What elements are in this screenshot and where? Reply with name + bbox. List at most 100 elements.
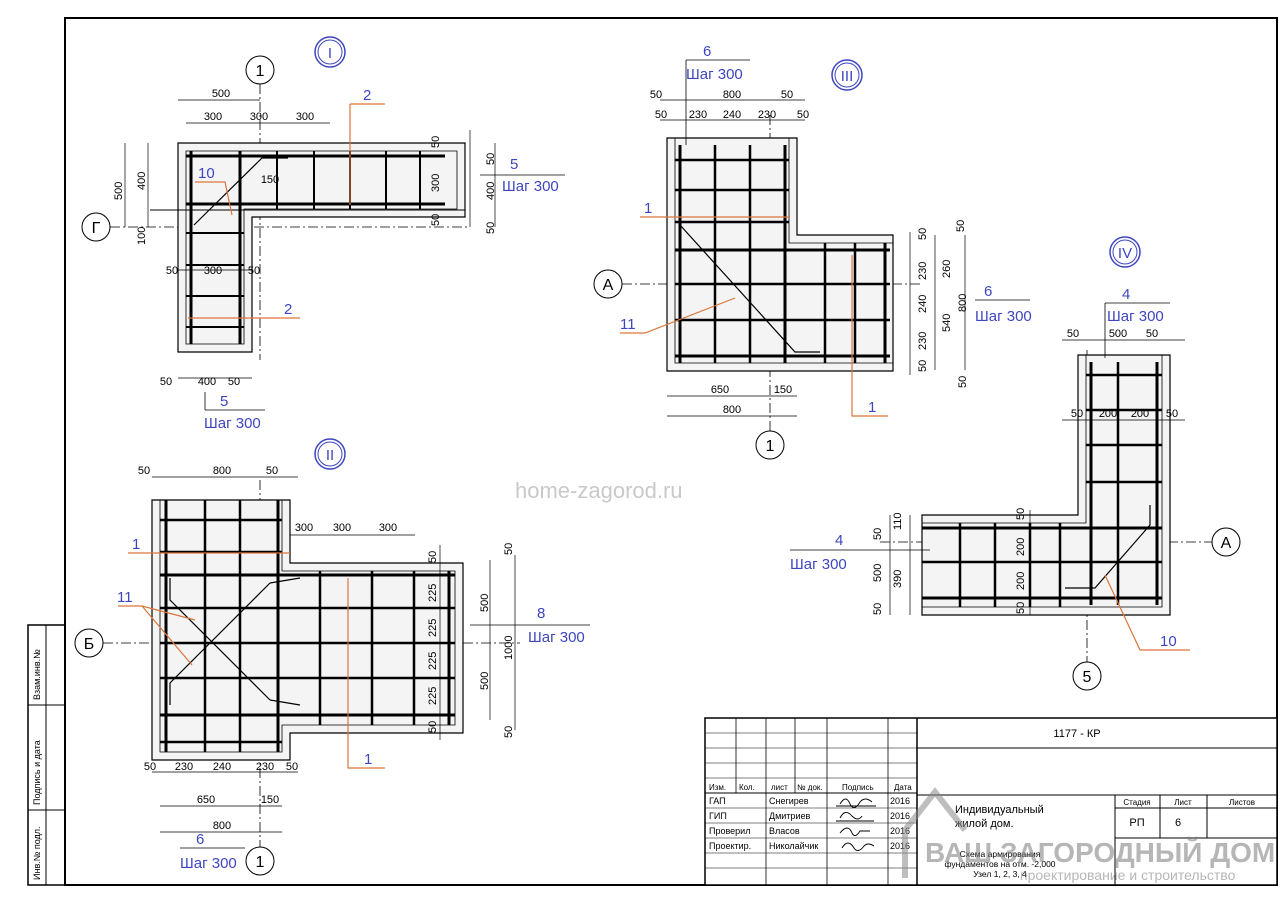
node-1-dim-left-2: 100: [136, 227, 148, 245]
node-1-dim-right-5: 50: [485, 222, 497, 234]
tb-stage: РП: [1129, 817, 1144, 829]
node-4-axis-h: А: [1221, 535, 1232, 552]
node-2-dim-bottom-1: 230: [175, 761, 193, 773]
node-2-dim-right-5: 50: [427, 721, 439, 733]
watermark: home-zagorod.ru: [515, 478, 683, 503]
node-2-dim-bottom-4: 50: [286, 761, 298, 773]
tb-role-0: ГАП: [709, 796, 726, 806]
node-1-axis-v: 1: [256, 63, 265, 80]
node-2-dim-right-1: 225: [427, 584, 439, 602]
tb-date-3: 2016: [890, 841, 910, 851]
node-2-dim-bottom-5: 650: [197, 794, 215, 806]
node-2-dim-top-0: 50: [138, 465, 150, 477]
node-3-dim-right-2: 230: [917, 262, 929, 280]
node-4-dim-inner-0: 50: [1015, 508, 1027, 520]
node-1-dim-top-3: 300: [296, 111, 314, 123]
node-2-dim-arm-0: 300: [295, 522, 313, 534]
node-1-detail: I 1 Г 500 300: [81, 36, 565, 432]
node-2-dim-right-10: 50: [503, 726, 515, 738]
tb-code: 1177 - КР: [1053, 728, 1100, 740]
node-4-bar-4a: 4: [1122, 286, 1130, 303]
node-2-dim-right-6: 500: [479, 594, 491, 612]
node-4-dim-top-2: 50: [1146, 328, 1158, 340]
node-3-bar-6a-step: Шаг 300: [686, 66, 743, 83]
node-2-dim-top-1: 800: [213, 465, 231, 477]
signature-3: [841, 842, 875, 851]
node-2-dim-right-0: 50: [427, 551, 439, 563]
node-4-detail: IV 5 А 50 500 50 50 200 200 5: [790, 236, 1241, 691]
node-1-bar-5b-step: Шаг 300: [204, 415, 261, 432]
node-1-dim-leg-0: 50: [166, 265, 178, 277]
node-2-bar-8-step: Шаг 300: [528, 629, 585, 646]
node-2-detail: II 1 Б 50 800: [74, 438, 590, 876]
node-4-dim-mid-2: 200: [1131, 408, 1149, 420]
node-4-dim-inner-1: 200: [1015, 538, 1027, 556]
node-3-label: III: [841, 68, 854, 85]
node-3-dim-right-7: 230: [917, 332, 929, 350]
node-2-dim-right-4: 225: [427, 687, 439, 705]
tb-sheet-label: Лист: [1174, 798, 1192, 807]
node-1-bar-2a: 2: [363, 87, 371, 104]
node-1-dim-left-0: 500: [113, 182, 125, 200]
node-2-dim-right-3: 225: [427, 652, 439, 670]
tb-sheet-title-1: Схема армирования: [960, 849, 1041, 859]
node-2-bar-8: 8: [537, 605, 545, 622]
tb-date-1: 2016: [890, 811, 910, 821]
node-1-dim-right-0: 50: [430, 136, 442, 148]
node-1-bar-5a-step: Шаг 300: [502, 178, 559, 195]
tb-name-3: Николайчик: [769, 841, 818, 851]
node-2-dim-arm-1: 300: [333, 522, 351, 534]
node-3-bar-1b: 1: [868, 399, 876, 416]
node-1-dim-bottom-1: 400: [198, 376, 216, 388]
node-3-bar-11: 11: [620, 316, 636, 333]
node-1-dim-right-1: 300: [430, 174, 442, 192]
node-3-dim-top-0: 50: [650, 89, 662, 101]
node-4-dim-mid-0: 50: [1071, 408, 1083, 420]
node-4-dim-inner-3: 50: [1015, 602, 1027, 614]
node-1-dim-right-4: 400: [485, 182, 497, 200]
tb-date-0: 2016: [890, 796, 910, 806]
node-1-dim-leg-1: 300: [204, 265, 222, 277]
tb-header-4: Подпись: [842, 783, 874, 792]
node-4-dim-left-2: 500: [872, 564, 884, 582]
node-1-bar-5a: 5: [510, 156, 518, 173]
tb-name-2: Власов: [769, 826, 800, 836]
node-1-dim-bottom-0: 50: [160, 376, 172, 388]
node-4-dim-mid-3: 50: [1166, 408, 1178, 420]
node-2-dim-bottom-0: 50: [144, 761, 156, 773]
tb-name-1: Дмитриев: [769, 811, 810, 821]
node-4-axis-v: 5: [1083, 669, 1092, 686]
node-3-bar-6a: 6: [703, 43, 711, 60]
node-4-dim-top-1: 500: [1109, 328, 1127, 340]
node-4-dim-top-0: 50: [1067, 328, 1079, 340]
node-2-dim-bottom-7: 800: [213, 820, 231, 832]
tb-sheet-title-2: фундаментов на отм. -2,000: [944, 859, 1055, 869]
node-1-dim-leg-2: 50: [248, 265, 260, 277]
node-2-dim-bottom-6: 150: [261, 794, 279, 806]
node-2-dim-right-2: 225: [427, 619, 439, 637]
logo-line1: ВАШ ЗАГОРОДНЫЙ ДОМ: [925, 836, 1275, 868]
company-logo: ВАШ ЗАГОРОДНЫЙ ДОМ проектирование и стро…: [902, 787, 1275, 883]
node-3-detail: III 1 А 50 800 50 50 230: [593, 43, 1032, 460]
node-3-dim-right-6: 800: [957, 294, 969, 312]
node-1-dim-right-2: 50: [430, 214, 442, 226]
node-2-dim-bottom-3: 230: [256, 761, 274, 773]
node-4-dim-left-0: 50: [872, 528, 884, 540]
node-2-bar-11: 11: [117, 589, 133, 606]
node-4-dim-inner-2: 200: [1015, 572, 1027, 590]
node-2-bar-1a: 1: [132, 536, 140, 553]
node-2-bar-6-step: Шаг 300: [180, 855, 237, 872]
side-stamp: Взам.инв.№ Подпись и дата Инв.№ подл.: [27, 624, 66, 886]
tb-header-0: Изм.: [709, 783, 726, 792]
signature-1: [836, 812, 874, 822]
node-2-axis-h: Б: [84, 636, 95, 653]
node-3-dim-right-4: 240: [917, 295, 929, 313]
node-3-dim-right-5: 540: [941, 314, 953, 332]
node-1-bar-5b: 5: [220, 393, 228, 410]
node-1-dim-bottom-2: 50: [228, 376, 240, 388]
node-3-dim-bottom-1: 150: [774, 384, 792, 396]
tb-sheets-label: Листов: [1229, 798, 1255, 807]
node-3-dim-right-0: 50: [955, 220, 967, 232]
node-1-label: I: [328, 45, 332, 62]
logo-line2: проектирование и строительство: [1020, 867, 1236, 883]
